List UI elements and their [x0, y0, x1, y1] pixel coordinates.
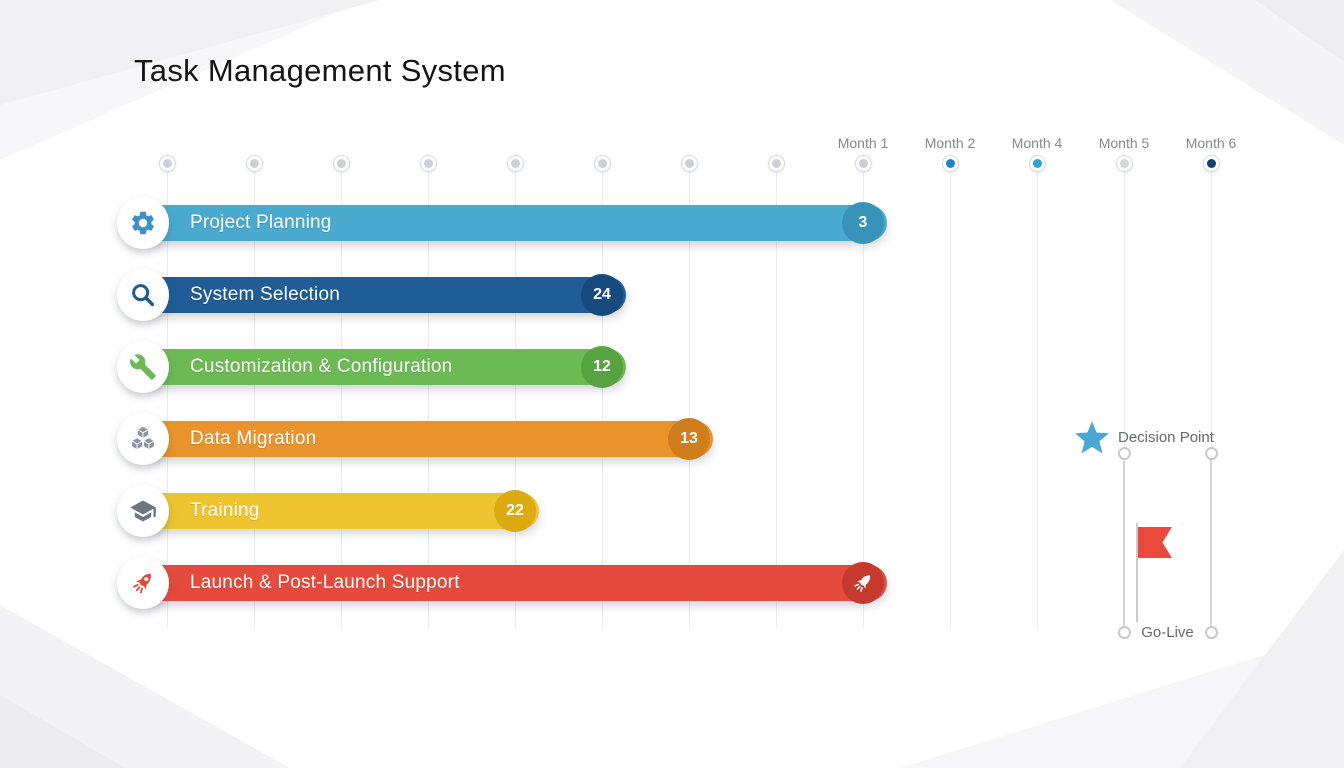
- background-facet: [1255, 0, 1344, 62]
- duration-badge: 24: [581, 274, 623, 316]
- task-icon-circle: [117, 485, 169, 537]
- timeline-dot-core: [1119, 158, 1129, 168]
- timeline-gridline: [340, 172, 342, 628]
- timeline-dot-core: [1032, 158, 1042, 168]
- timeline-dot-core: [1206, 158, 1216, 168]
- timeline-dot: [767, 154, 785, 172]
- timeline-gridline: [775, 172, 777, 628]
- task-label: Customization & Configuration: [190, 356, 453, 377]
- task-icon-circle: [117, 197, 169, 249]
- duration-badge: 13: [668, 418, 710, 460]
- timeline-gridline: [1036, 172, 1038, 628]
- background-facet: [900, 630, 1344, 768]
- timeline-gridline: [601, 172, 603, 628]
- timeline-gridline: [949, 172, 951, 628]
- timeline-dot: [158, 154, 176, 172]
- month-label: Month 2: [924, 135, 976, 151]
- task-bar: Customization & Configuration: [150, 349, 626, 385]
- task-label: Project Planning: [190, 212, 332, 233]
- duration-value: 22: [506, 502, 524, 519]
- timeline-gridline: [427, 172, 429, 628]
- task-icon-circle: [117, 269, 169, 321]
- timeline-dot: [332, 154, 350, 172]
- task-label: System Selection: [190, 284, 340, 305]
- timeline-dot-core: [771, 158, 781, 168]
- timeline-gridline: [253, 172, 255, 628]
- duration-badge: 22: [494, 490, 536, 532]
- cubes-icon: [131, 426, 155, 450]
- task-icon-circle: [117, 413, 169, 465]
- timeline-dot-core: [684, 158, 694, 168]
- page-title: Task Management System: [134, 53, 506, 88]
- timeline-dot-core: [597, 158, 607, 168]
- timeline-dot: [245, 154, 263, 172]
- timeline-dot-core: [162, 158, 172, 168]
- task-bar: Project Planning: [150, 205, 887, 241]
- flag-icon: [1138, 527, 1172, 558]
- gear-icon: [132, 211, 154, 235]
- duration-value: 13: [680, 430, 698, 447]
- duration-badge: 3: [842, 202, 884, 244]
- timeline-dot-core: [510, 158, 520, 168]
- graduation-cap-icon: [130, 500, 156, 522]
- milestone-line: [1210, 453, 1212, 632]
- timeline-dot: [506, 154, 524, 172]
- timeline-dot: [1115, 154, 1133, 172]
- timeline-dot-core: [423, 158, 433, 168]
- task-bar: System Selection: [150, 277, 626, 313]
- rocket-end-badge: [842, 562, 884, 604]
- star-icon: [1075, 421, 1109, 454]
- background-facet: [1110, 0, 1344, 145]
- background-facet: [0, 605, 290, 768]
- task-bar: Launch & Post-Launch Support: [150, 565, 887, 601]
- milestone-endpoint: [1204, 446, 1218, 460]
- timeline-dot: [1202, 154, 1220, 172]
- task-label: Data Migration: [190, 428, 317, 449]
- timeline-dot: [941, 154, 959, 172]
- timeline-dot-core: [945, 158, 955, 168]
- month-label: Month 6: [1185, 135, 1237, 151]
- month-label: Month 1: [837, 135, 889, 151]
- timeline-dot: [854, 154, 872, 172]
- month-label: Month 5: [1098, 135, 1150, 151]
- rocket-icon: [133, 573, 151, 594]
- milestone-endpoint: [1117, 446, 1131, 460]
- background-facet: [0, 695, 125, 768]
- background-facet: [1180, 550, 1344, 768]
- decision-point-star: [1073, 419, 1111, 462]
- task-bar: Training: [150, 493, 539, 529]
- timeline-dot-core: [858, 158, 868, 168]
- timeline-dot: [593, 154, 611, 172]
- month-label: Month 4: [1011, 135, 1063, 151]
- search-icon: [132, 284, 155, 307]
- timeline-dot: [1028, 154, 1046, 172]
- go-live-label: Go-Live: [1141, 624, 1194, 641]
- timeline-dot: [419, 154, 437, 172]
- duration-value: 3: [858, 214, 868, 231]
- timeline-gridline: [514, 172, 516, 628]
- timeline-gridline: [1123, 172, 1125, 628]
- timeline-gridline: [166, 172, 168, 628]
- task-label: Launch & Post-Launch Support: [190, 572, 460, 593]
- timeline-gridline: [862, 172, 864, 628]
- task-icon-circle: [117, 341, 169, 393]
- timeline-dot-core: [249, 158, 259, 168]
- duration-value: 12: [593, 358, 611, 375]
- duration-badge: 12: [581, 346, 623, 388]
- task-label: Training: [190, 500, 260, 521]
- task-icon-circle: [117, 557, 169, 609]
- wrench-icon: [130, 354, 156, 380]
- decision-point-label: Decision Point: [1118, 429, 1214, 446]
- go-live-flag-pole: [1136, 523, 1138, 622]
- timeline-gridline: [688, 172, 690, 628]
- duration-value: 24: [593, 286, 611, 303]
- milestone-line: [1123, 453, 1125, 632]
- timeline-dot: [680, 154, 698, 172]
- rocket-icon: [854, 575, 871, 592]
- task-bar: Data Migration: [150, 421, 713, 457]
- timeline-gridline: [1210, 172, 1212, 628]
- timeline-dot-core: [336, 158, 346, 168]
